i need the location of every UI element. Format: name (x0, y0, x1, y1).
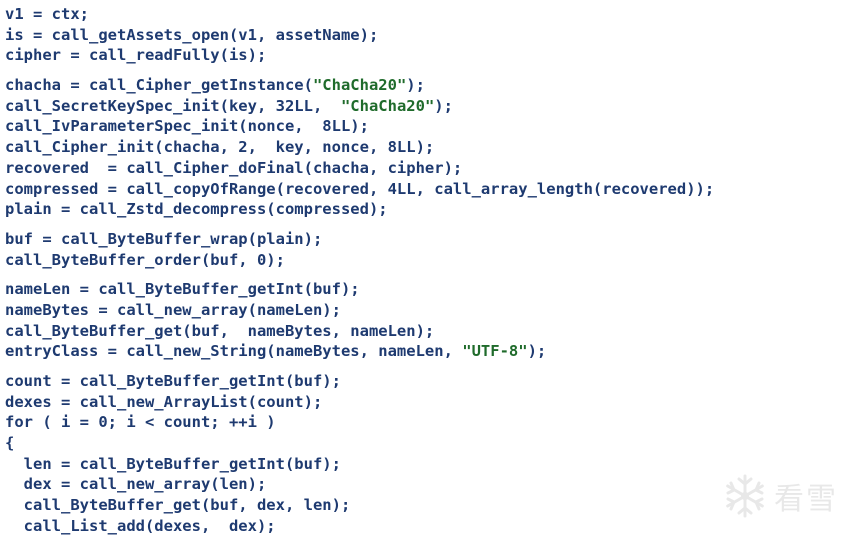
code-block: nameLen = call_ByteBuffer_getInt(buf);na… (5, 279, 867, 362)
block-spacer (5, 220, 867, 229)
code-fragment: chacha = call_Cipher_getInstance( (5, 76, 313, 95)
code-fragment: ); (434, 96, 453, 115)
code-line: cipher = call_readFully(is); (5, 46, 267, 65)
code-line: call_IvParameterSpec_init(nonce, 8LL); (5, 117, 369, 136)
code-line: count = call_ByteBuffer_getInt(buf); (5, 372, 341, 390)
code-line: chacha = call_Cipher_getInstance("ChaCha… (5, 75, 867, 96)
code-line: call_ByteBuffer_get(buf, dex, len); (5, 496, 351, 515)
string-literal: "UTF-8" (462, 342, 528, 361)
code-line: call_ByteBuffer_get(buf, nameBytes, name… (5, 321, 435, 340)
code-line: { (5, 434, 15, 453)
code-line: compressed = call_copyOfRange(recovered,… (5, 179, 715, 198)
watermark-text: 看雪 (774, 482, 838, 517)
code-fragment: call_SecretKeySpec_init(key, 32LL, (5, 96, 341, 115)
snowflake-icon (726, 474, 764, 518)
code-block: v1 = ctx; is = call_getAssets_open(v1, as… (5, 4, 867, 66)
code-fragment: entryClass = call_new_String(nameBytes, … (5, 342, 463, 361)
code-line: dexes = call_new_ArrayList(count); (5, 392, 323, 411)
code-line: dex = call_new_array(len); (5, 475, 267, 494)
code-block: buf = call_ByteBuffer_wrap(plain); call_B… (5, 229, 867, 270)
code-line: is = call_getAssets_open(v1, assetName); (5, 25, 379, 44)
code-line: len = call_ByteBuffer_getInt(buf); (5, 454, 341, 473)
block-spacer (5, 362, 867, 371)
watermark: 看雪 (722, 468, 838, 524)
code-line: for ( i = 0; i < count; ++i ) (5, 413, 276, 432)
string-literal: "ChaCha20" (340, 96, 435, 115)
code-line: recovered = call_Cipher_doFinal(chacha, … (5, 158, 463, 177)
code-line: call_Cipher_init(chacha, 2, key, nonce, … (5, 138, 435, 157)
code-block: chacha = call_Cipher_getInstance("ChaCha… (5, 75, 867, 220)
code-line: call_ByteBuffer_order(buf, 0); (5, 250, 285, 269)
code-line: call_List_add(dexes, dex); (5, 516, 276, 535)
code-listing: v1 = ctx; is = call_getAssets_open(v1, as… (5, 4, 867, 537)
block-spacer (5, 66, 867, 75)
code-fragment: ); (406, 76, 425, 95)
code-line: v1 = ctx; (5, 5, 89, 23)
code-line: entryClass = call_new_String(nameBytes, … (5, 341, 867, 362)
block-spacer (5, 270, 867, 279)
code-line: plain = call_Zstd_decompress(compressed)… (5, 200, 388, 219)
code-line: buf = call_ByteBuffer_wrap(plain); (5, 229, 323, 248)
string-literal: "ChaCha20" (312, 76, 407, 95)
code-line: call_SecretKeySpec_init(key, 32LL, "ChaC… (5, 96, 867, 117)
code-line: nameBytes = call_new_array(nameLen); (5, 300, 341, 319)
code-fragment: ); (527, 342, 547, 361)
code-block: count = call_ByteBuffer_getInt(buf);dexe… (5, 371, 867, 537)
code-line: nameLen = call_ByteBuffer_getInt(buf); (5, 280, 360, 299)
